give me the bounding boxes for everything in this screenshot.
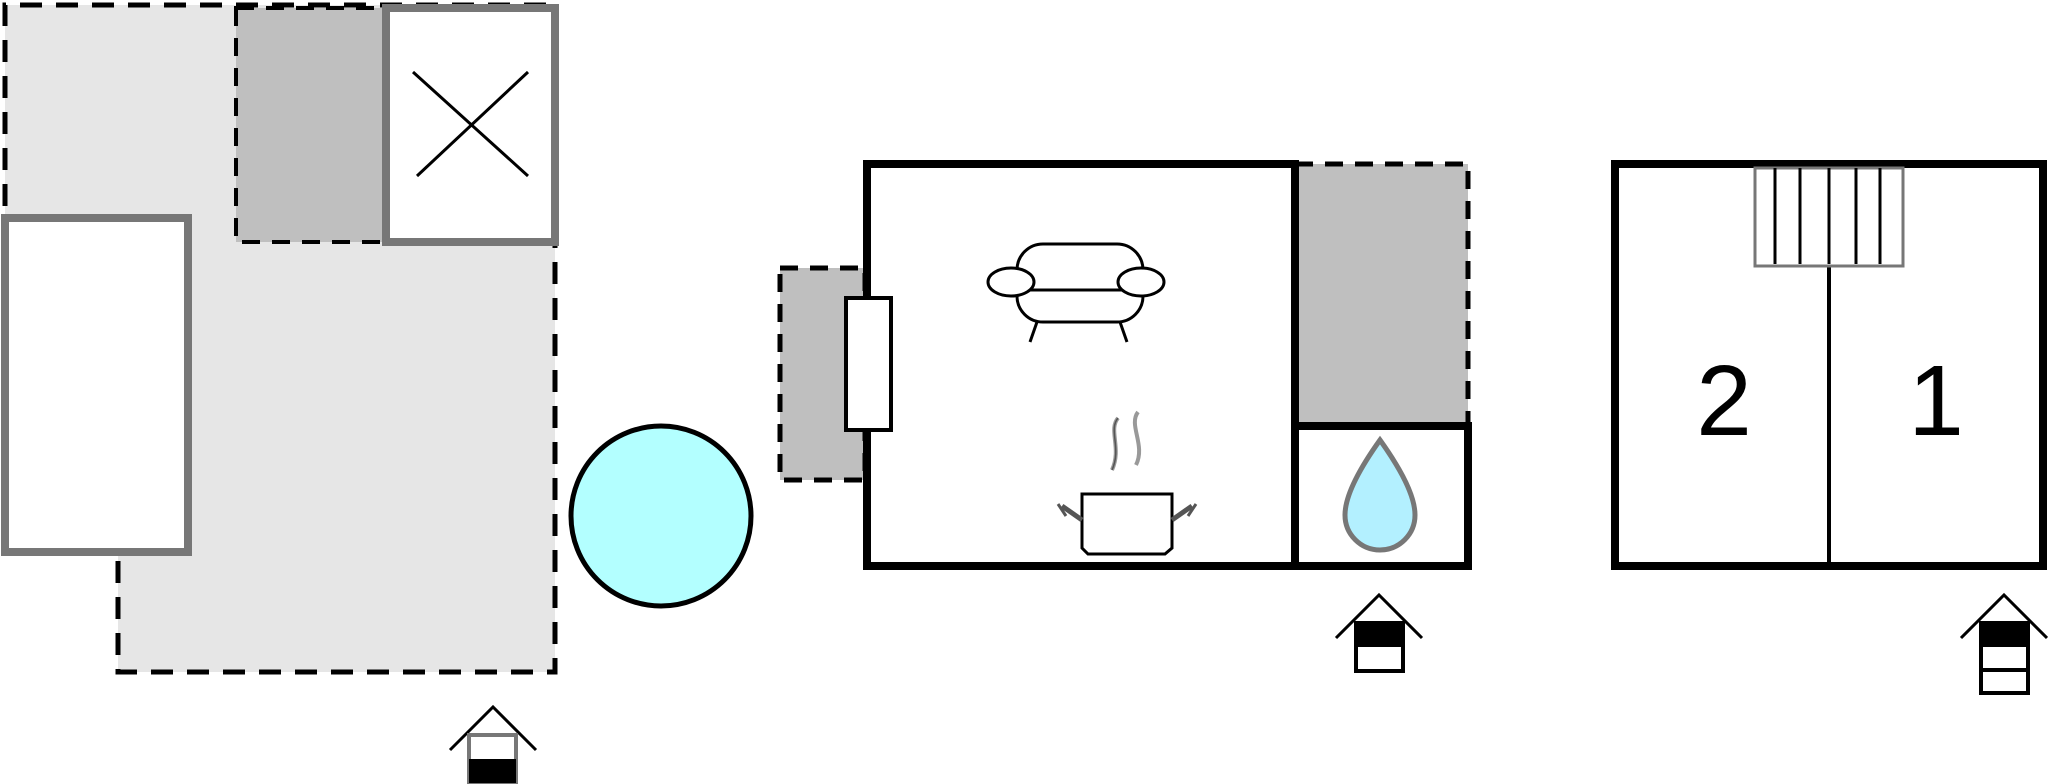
pool <box>568 423 754 609</box>
outdoor-area <box>1 2 754 784</box>
parking-space <box>1 214 192 556</box>
floor-level-icon <box>1959 592 2048 695</box>
first-floor: 2 1 <box>1611 160 2048 695</box>
carport-x-line-2 <box>415 70 530 178</box>
covered-terrace-right <box>1292 161 1471 429</box>
entrance-door <box>844 296 893 432</box>
floor-level-icon <box>448 704 538 784</box>
floor-level-icon <box>1334 592 1424 673</box>
room-number-2: 2 <box>1696 345 1752 457</box>
ground-floor <box>777 160 1472 673</box>
water-drop-icon <box>1342 435 1418 553</box>
staircase <box>1753 166 1905 268</box>
room-number-1: 1 <box>1908 345 1964 457</box>
covered-terrace-outdoor <box>234 6 388 244</box>
sofa-icon <box>986 242 1166 343</box>
cooking-pot-icon <box>1056 410 1198 556</box>
terrace-dashed-border <box>2 2 558 675</box>
